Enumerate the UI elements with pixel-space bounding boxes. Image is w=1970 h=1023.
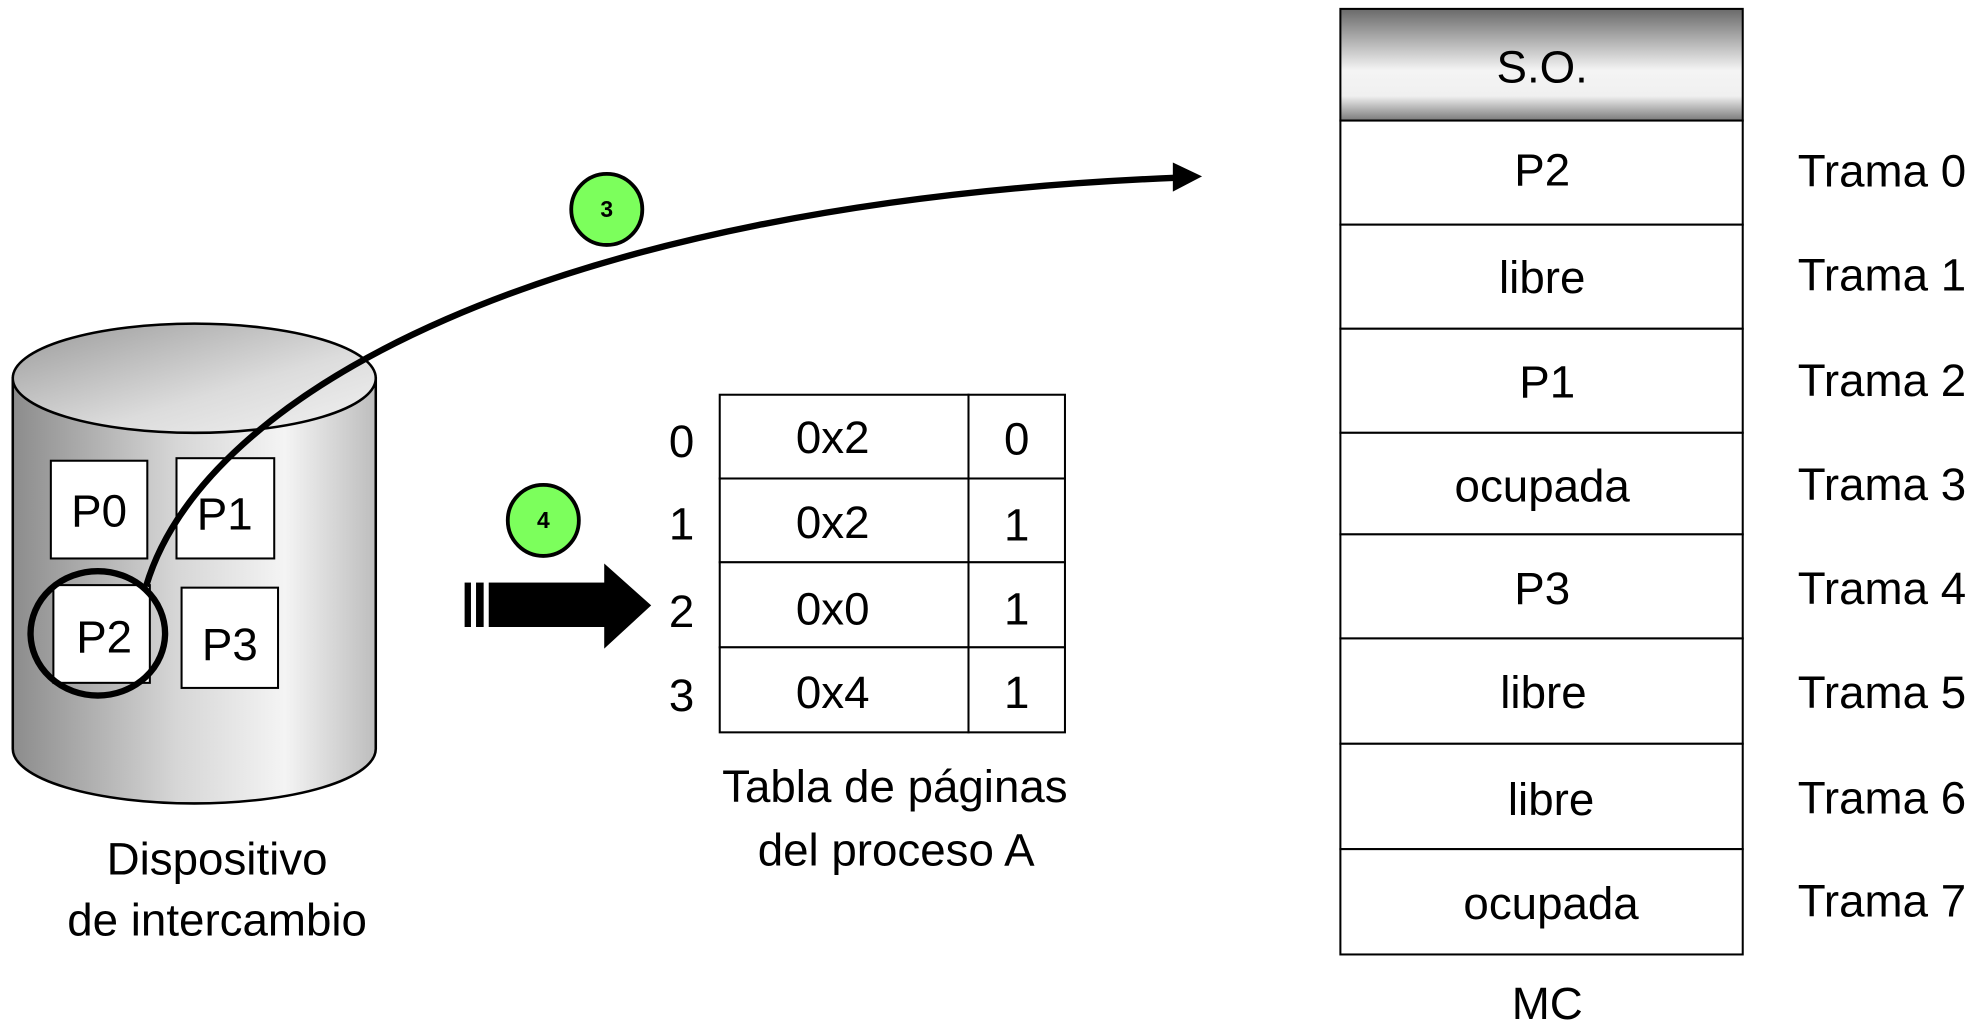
step-4-badge-circle [505, 482, 581, 558]
update-arrow-head [604, 563, 652, 649]
page-table-index-0: 0 [669, 416, 694, 467]
transfer-arrow-head [1172, 162, 1203, 192]
swap-device-caption-line2: de intercambio [67, 894, 367, 945]
swap-page-p0: P0 [49, 459, 149, 560]
transfer-arrow-curve [142, 174, 1179, 588]
swap-page-p0-box [49, 459, 149, 560]
memory-frame-7 [1339, 848, 1744, 956]
memory-frame-7-content: ocupada [1463, 878, 1639, 929]
swap-device-caption-line1: Dispositivo [107, 834, 328, 885]
frame-label-5: Trama 5 [1798, 667, 1966, 718]
frame-label-1: Trama 1 [1798, 250, 1966, 301]
frame-label-3: Trama 3 [1798, 459, 1966, 510]
page-table-caption-line1: Tabla de páginas [722, 761, 1067, 812]
memory-frame-6-content: libre [1508, 774, 1594, 825]
swap-page-p3-label: P3 [202, 619, 258, 670]
memory-frame-6 [1339, 742, 1744, 851]
memory-frame-3 [1339, 431, 1744, 536]
frame-label-2: Trama 2 [1798, 355, 1966, 406]
page-table: 0 0x2 0 1 0x2 1 2 0x0 1 3 0x4 1 [669, 393, 1066, 734]
page-table-frame-3: 0x4 [796, 667, 870, 718]
memory-frame-5 [1339, 637, 1744, 745]
swap-page-p2-box [52, 584, 151, 684]
page-table-frame-2: 0x0 [796, 583, 870, 634]
update-arrow [464, 563, 652, 649]
swap-page-p3-box [180, 586, 280, 689]
page-table-valid-cell-2 [967, 561, 1066, 649]
step-4-badge-label: 4 [537, 507, 550, 533]
main-memory-label: MC [1512, 978, 1583, 1023]
swap-page-p1: P1 [175, 457, 276, 560]
step-3-badge-label: 3 [600, 196, 613, 222]
page-table-valid-cell-1 [967, 477, 1066, 564]
memory-frame-2 [1339, 327, 1744, 434]
page-table-frame-0: 0x2 [796, 412, 870, 463]
update-arrow-shaft [488, 582, 606, 627]
frame-label-7: Trama 7 [1798, 875, 1966, 926]
update-arrow-stripe-1 [464, 582, 471, 627]
page-table-valid-bit-2: 1 [1004, 583, 1029, 634]
swap-device-top [11, 322, 378, 435]
page-table-index-1: 1 [669, 498, 694, 549]
page-table-valid-bit-1: 1 [1004, 500, 1029, 551]
memory-frame-1-content: libre [1499, 252, 1585, 303]
page-table-index-2: 2 [669, 586, 694, 637]
swap-page-p3: P3 [180, 586, 280, 689]
memory-frame-0 [1339, 119, 1744, 226]
update-arrow-stripe-2 [476, 582, 484, 627]
memory-frame-0-content: P2 [1514, 144, 1570, 195]
page-table-frame-cell-2 [718, 561, 970, 649]
page-table-valid-bit-0: 0 [1004, 413, 1029, 464]
step-3-badge: 3 [569, 171, 645, 247]
page-table-frame-cell-1 [718, 477, 970, 564]
frame-label-4: Trama 4 [1798, 563, 1966, 614]
frame-label-0: Trama 0 [1798, 146, 1966, 197]
page-table-index-3: 3 [669, 670, 694, 721]
swap-page-p2: P2 [52, 584, 151, 684]
frame-labels: Trama 0 Trama 1 Trama 2 Trama 3 Trama 4 … [1798, 146, 1966, 927]
page-table-caption-line2: del proceso A [758, 825, 1035, 876]
selected-page-highlight-circle [27, 567, 169, 699]
step-4-badge: 4 [505, 482, 581, 558]
os-region-label: S.O. [1496, 42, 1587, 93]
memory-frame-4-content: P3 [1514, 563, 1570, 614]
page-table-frame-cell-3 [718, 646, 970, 734]
page-table-valid-bit-3: 1 [1004, 667, 1029, 718]
memory-frame-2-content: P1 [1519, 356, 1575, 407]
memory-frame-5-content: libre [1500, 667, 1586, 718]
swap-page-p2-label: P2 [76, 611, 132, 662]
main-memory: S.O. P2 libre P1 ocupada P3 libre libre … [1339, 7, 1744, 956]
swap-device: P0 P1 P2 P3 [11, 322, 378, 805]
memory-frame-4 [1339, 533, 1744, 640]
step-3-badge-circle [569, 171, 645, 247]
frame-label-6: Trama 6 [1798, 773, 1966, 824]
swap-page-p1-box [175, 457, 276, 560]
transfer-arrow [142, 162, 1203, 588]
swap-page-p0-label: P0 [71, 486, 127, 537]
memory-frame-3-content: ocupada [1455, 460, 1631, 511]
swap-page-p1-label: P1 [197, 488, 253, 539]
page-table-valid-cell-3 [967, 646, 1066, 734]
page-table-frame-1: 0x2 [796, 497, 870, 548]
